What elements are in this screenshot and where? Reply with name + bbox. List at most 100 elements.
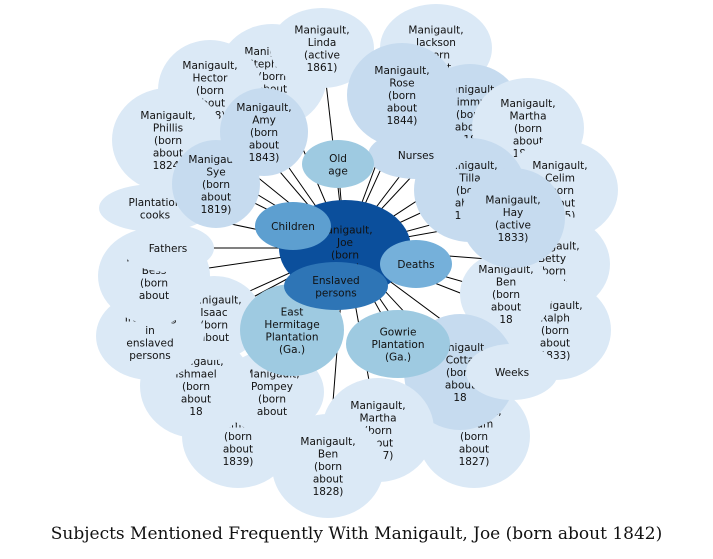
- node-rose-shape: [347, 43, 457, 147]
- node-linda-label-line: Linda: [308, 37, 337, 49]
- node-fathers[interactable]: Fathers: [122, 224, 214, 272]
- node-hay-label-line: 1833): [498, 232, 529, 244]
- node-plantation-cooks-label-line: cooks: [140, 209, 170, 221]
- node-simon-label-line: about: [223, 444, 253, 456]
- node-children-label-line: Children: [271, 221, 315, 233]
- node-layer: Manigault,Peggy(bornabout1833)Manigault,…: [96, 4, 618, 518]
- node-pompey-label-line: about: [257, 406, 287, 418]
- node-deaths[interactable]: Deaths: [380, 240, 452, 288]
- node-east-hermitage-label-line: Hermitage: [264, 319, 319, 331]
- node-rose-label-line: (born: [388, 90, 416, 102]
- node-rose-label-line: about: [387, 103, 417, 115]
- node-ben-1828-label-line: (born: [314, 461, 342, 473]
- node-east-hermitage-label-line: Plantation: [265, 331, 318, 343]
- node-gowrie-label-line: (Ga.): [385, 352, 411, 364]
- node-ishmael-label-line: Ishmael: [175, 369, 216, 381]
- node-children[interactable]: Children: [255, 202, 331, 250]
- node-jackson-label-line: Manigault,: [408, 24, 463, 36]
- node-martha-1853-label-line: Martha: [509, 111, 546, 123]
- node-old-age-label-line: age: [328, 165, 348, 177]
- node-gowrie-label-line: Gowrie: [380, 327, 417, 339]
- node-hay-label-line: (active: [495, 219, 531, 231]
- node-weeks-label-line: Weeks: [495, 367, 529, 379]
- node-phillis-label-line: Phillis: [153, 123, 183, 135]
- node-pompey-label-line: (born: [258, 393, 286, 405]
- node-william-label-line: 1827): [459, 456, 490, 468]
- node-weeks[interactable]: Weeks: [466, 344, 558, 400]
- node-fathers-label-line: Fathers: [149, 243, 188, 255]
- node-phillis-label-line: (born: [154, 135, 182, 147]
- node-sye-label-line: about: [201, 192, 231, 204]
- node-trafficking-label-line: in: [145, 325, 155, 337]
- node-hay-shape: [461, 168, 565, 268]
- node-linda-label-line: 1861): [307, 62, 338, 74]
- node-ben-1828-label-line: Manigault,: [300, 436, 355, 448]
- node-amy-label-line: about: [249, 140, 279, 152]
- node-fathers-shape: [122, 224, 214, 272]
- node-ben-1828-shape: [272, 414, 384, 518]
- node-ben-label-line: (born: [492, 289, 520, 301]
- node-isaac-label-line: about: [199, 332, 229, 344]
- node-ralph-label-line: (born: [541, 325, 569, 337]
- node-weeks-shape: [466, 344, 558, 400]
- node-children-shape: [255, 202, 331, 250]
- node-sye-label-line: (born: [202, 179, 230, 191]
- node-william-label-line: (born: [460, 431, 488, 443]
- node-rose-label-line: Rose: [389, 78, 414, 90]
- node-hector-label-line: (born: [196, 85, 224, 97]
- node-phillis-label-line: about: [153, 148, 183, 160]
- node-martha-1853-label-line: Manigault,: [500, 98, 555, 110]
- node-ben-1828-label-line: 1828): [313, 486, 344, 498]
- node-rose-label-line: 1844): [387, 115, 418, 127]
- node-ben-label-line: 18: [499, 314, 512, 326]
- node-nurses-shape: [368, 131, 464, 179]
- node-jackson-label-line: Jackson: [415, 37, 456, 49]
- node-bess-label-line: (born: [140, 277, 168, 289]
- node-martha-1837-label-line: Martha: [359, 413, 396, 425]
- node-cotta-label-line: Cotta: [446, 355, 474, 367]
- node-cotta-label-line: about: [445, 380, 475, 392]
- node-enslaved-persons-label-line: persons: [315, 287, 356, 299]
- node-deaths-label-line: Deaths: [397, 259, 434, 271]
- node-celim-label-line: Celim: [545, 173, 575, 185]
- node-gowrie-shape: [346, 310, 450, 378]
- node-ben-1828-label-line: about: [313, 474, 343, 486]
- node-nurses[interactable]: Nurses: [368, 131, 464, 179]
- node-enslaved-persons-label-line: Enslaved: [312, 275, 359, 287]
- node-trafficking-label-line: enslaved: [126, 337, 173, 349]
- node-hector-label-line: Manigault,: [182, 60, 237, 72]
- node-cotta-label-line: 18: [453, 392, 466, 404]
- node-ishmael-label-line: about: [181, 394, 211, 406]
- node-simon-label-line: 1839): [223, 456, 254, 468]
- node-martha-1853-label-line: (born: [514, 123, 542, 135]
- node-ben-label-line: Ben: [496, 277, 516, 289]
- node-east-hermitage-label-line: (Ga.): [279, 344, 305, 356]
- node-ben-label-line: about: [491, 302, 521, 314]
- node-simon-label-line: (born: [224, 431, 252, 443]
- node-sye-label-line: Sye: [206, 167, 225, 179]
- node-amy-label-line: Manigault,: [236, 102, 291, 114]
- node-pompey-label-line: Pompey: [251, 381, 293, 393]
- node-trafficking-label-line: persons: [129, 350, 170, 362]
- node-center-label-line: (born: [331, 249, 359, 261]
- node-amy-label-line: Amy: [252, 115, 276, 127]
- node-linda-label-line: Manigault,: [294, 24, 349, 36]
- node-ishmael-label-line: 18: [189, 406, 202, 418]
- node-ralph-label-line: about: [540, 338, 570, 350]
- node-bess-label-line: about: [139, 290, 169, 302]
- node-east-hermitage-label-line: East: [281, 306, 304, 318]
- node-jimmy-label-line: Jimmy: [453, 97, 487, 109]
- node-ben-1828-label-line: Ben: [318, 449, 338, 461]
- node-enslaved-persons-shape: [284, 262, 388, 310]
